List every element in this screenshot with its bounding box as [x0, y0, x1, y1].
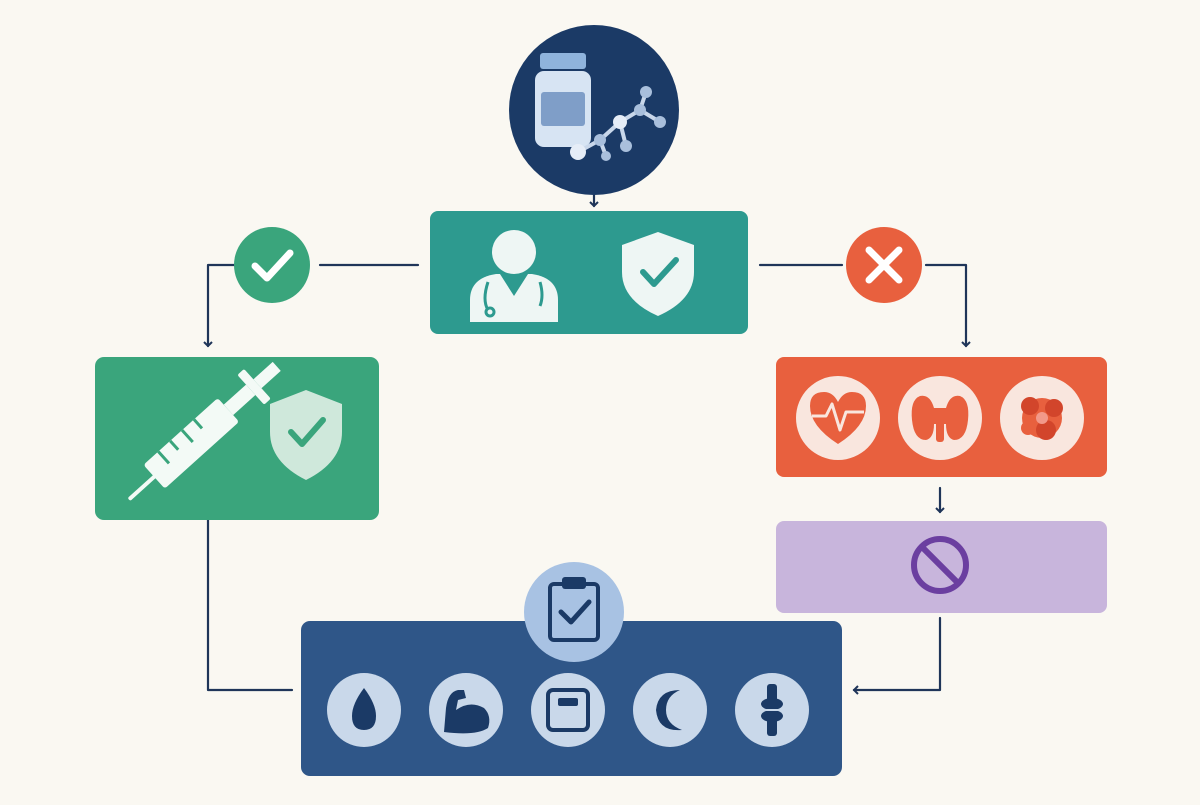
thyroid-icon	[898, 376, 982, 460]
shield-check-icon	[270, 390, 342, 480]
rejected-marker	[846, 227, 922, 303]
scale-icon	[531, 673, 605, 747]
drug-node	[509, 25, 679, 195]
connector-contraindicated-to-monitoring	[852, 616, 942, 695]
check-circle-icon	[251, 249, 294, 282]
connector-rejected-to-risk	[924, 263, 971, 348]
treatment-node	[95, 357, 379, 520]
risk-factors-node	[776, 357, 1107, 477]
x-circle-icon	[865, 246, 903, 284]
medicine-bottle-icon	[535, 53, 591, 147]
joint-icon	[735, 673, 809, 747]
connector-treatment-to-monitoring	[206, 518, 294, 692]
connector-approved-to-treatment	[203, 263, 240, 348]
molecule-icon	[570, 86, 666, 161]
approved-marker	[234, 227, 310, 303]
contraindicated-node	[776, 521, 1107, 613]
prohibited-icon	[911, 536, 969, 594]
heart-pulse-icon	[796, 376, 880, 460]
clipboard-check-icon	[548, 577, 600, 642]
doctor-icon	[470, 230, 558, 322]
connectors	[203, 183, 971, 695]
blood-drop-icon	[327, 673, 401, 747]
screening-node	[430, 211, 748, 334]
shield-check-icon	[622, 232, 694, 316]
moon-icon	[633, 673, 707, 747]
tumor-icon	[1000, 376, 1084, 460]
monitoring-node	[301, 621, 842, 776]
monitoring-marker	[524, 562, 624, 662]
syringe-icon	[128, 361, 281, 501]
muscle-icon	[429, 673, 503, 747]
